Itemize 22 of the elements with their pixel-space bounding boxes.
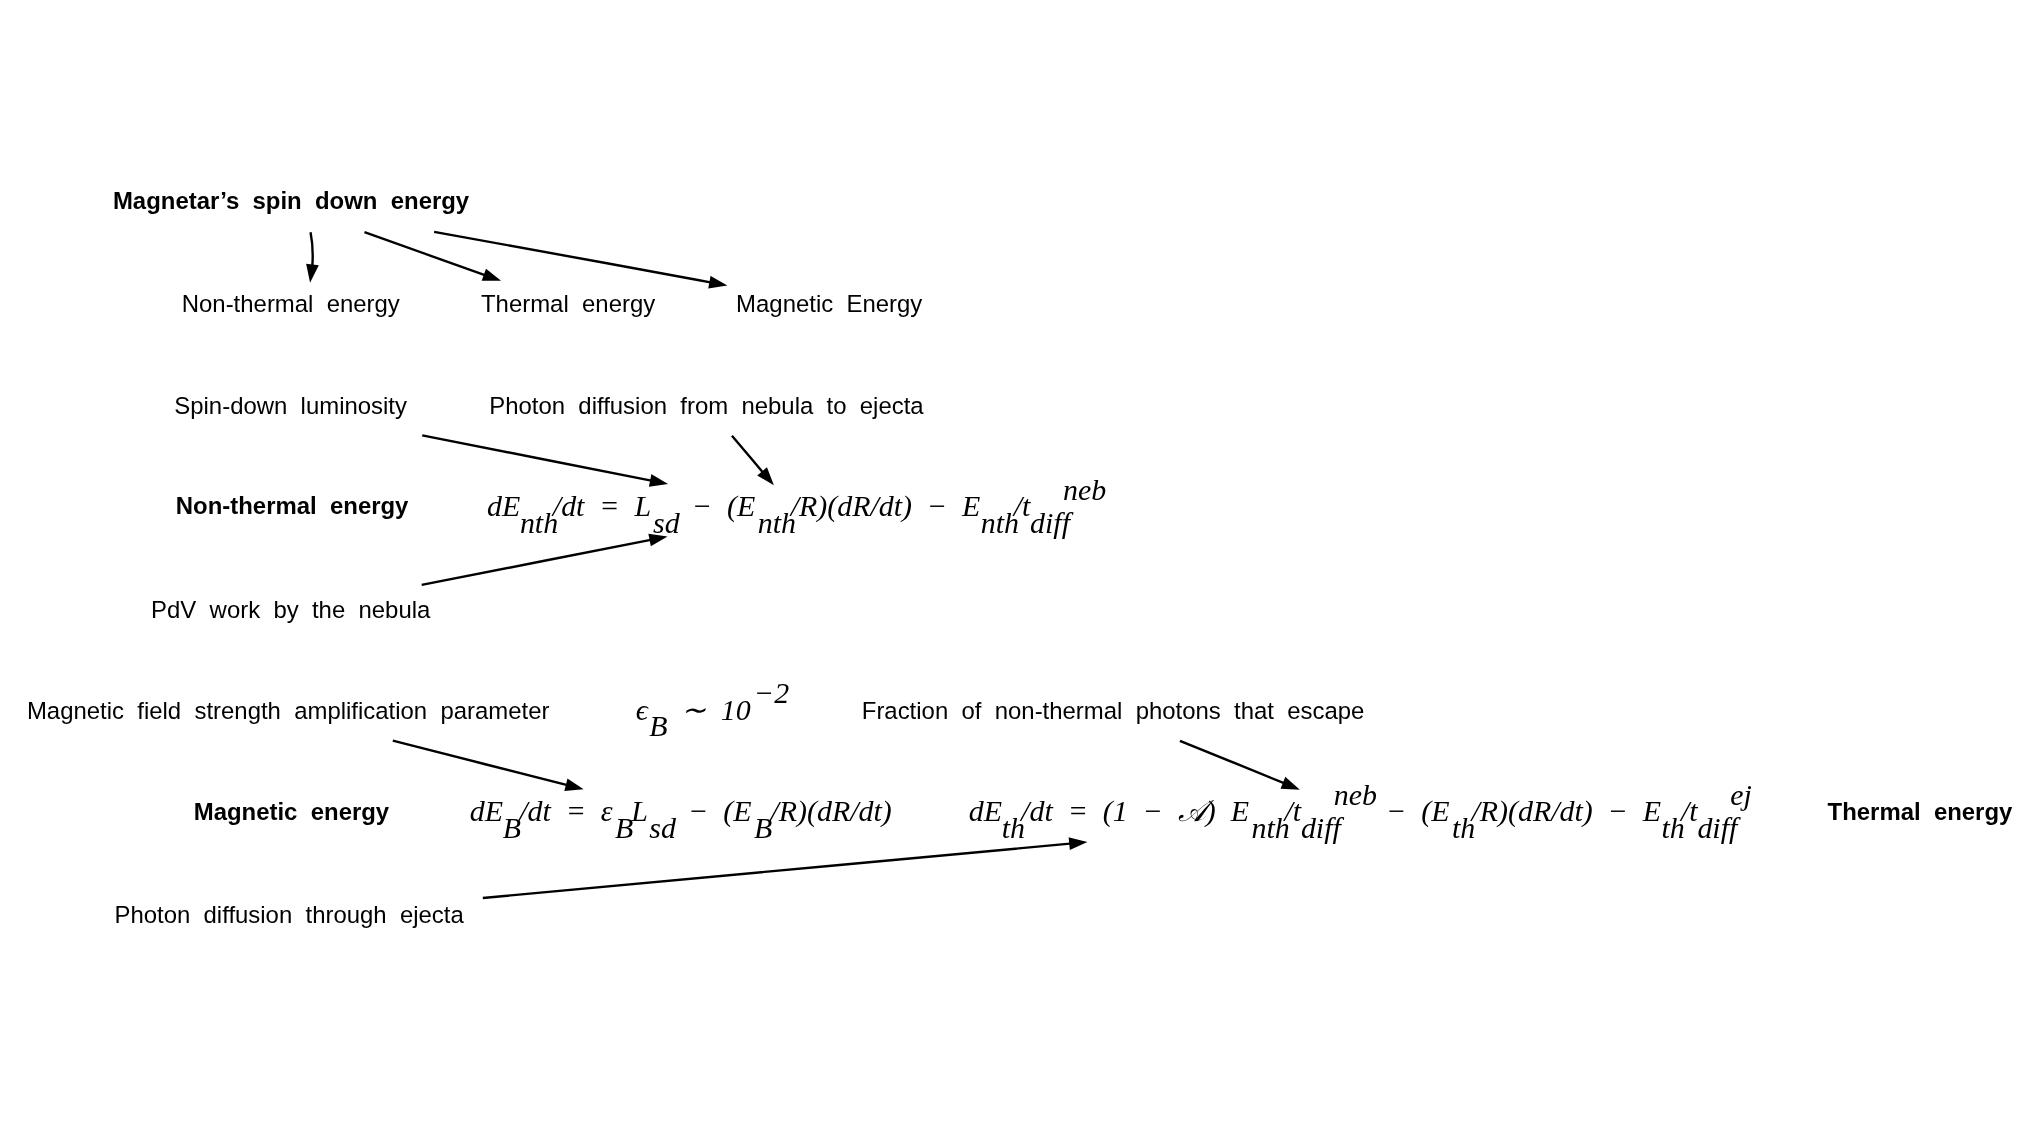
label: Non-thermal energy	[175, 492, 409, 520]
label: Magnetic energy	[193, 797, 390, 825]
node-text: Photon diffusion from nebula to ejecta	[489, 392, 924, 420]
node-text: Thermal energy	[481, 290, 656, 318]
arrow	[482, 837, 1088, 900]
arrow	[364, 230, 502, 281]
node-text: Non-thermal energy	[181, 290, 400, 318]
arrow	[392, 739, 584, 791]
arrow	[422, 434, 669, 487]
node-text: Magnetar’s spin down energy	[112, 187, 470, 215]
arrow	[421, 533, 668, 587]
arrow	[731, 435, 774, 486]
node-text: PdV work by the nebula	[151, 595, 431, 623]
node-text: Magnetic Energy	[736, 290, 923, 318]
arrow	[306, 232, 319, 283]
node-text: Photon diffusion through ejecta	[114, 900, 464, 928]
arrow	[433, 230, 728, 289]
node-text: Fraction of non-thermal photons that escape	[861, 697, 1365, 725]
arrow	[1179, 739, 1300, 790]
label: Thermal energy	[1827, 797, 2013, 825]
node-text: Spin-down luminosity	[174, 392, 407, 420]
node-text: Magnetic field strength amplification parameter	[26, 697, 550, 725]
